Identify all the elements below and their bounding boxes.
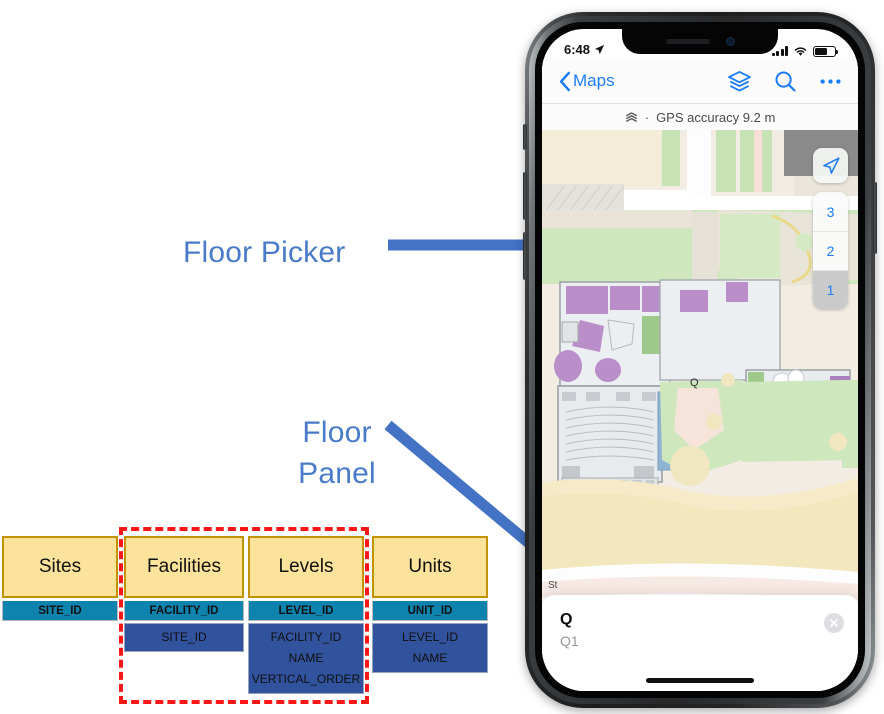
search-icon[interactable] [774,70,797,93]
notch [622,29,778,54]
er-table-header: Sites [2,536,118,598]
navigation-bar: Maps [542,59,858,103]
map-street-label: St [548,580,558,591]
power-button[interactable] [873,182,877,254]
er-foreign-keys: SITE_ID [124,623,244,652]
er-primary-key: FACILITY_ID [124,601,244,621]
home-indicator[interactable] [646,678,754,683]
er-field: NAME [288,651,324,665]
annotation-label-floor-picker: Floor Picker [183,236,346,269]
navigation-arrow-icon [822,156,840,174]
location-arrow-icon [594,44,605,55]
er-primary-key: SITE_ID [2,601,118,621]
er-field: FACILITY_ID [270,630,342,644]
map-marker-label: Q [690,377,699,389]
chevron-left-icon [559,71,571,91]
close-button[interactable] [824,613,844,633]
annotation-label-floor-panel: Floor Panel [298,416,376,491]
status-bar-right [771,45,839,57]
silent-switch[interactable] [523,124,527,150]
floor-picker[interactable]: 3 2 1 [813,192,848,309]
er-table-header: Facilities [124,536,244,598]
close-icon [830,619,838,627]
back-button[interactable]: Maps [558,71,615,92]
floor-picker-item[interactable]: 3 [826,203,835,220]
map-canvas[interactable]: Q St 3 2 1 Q Q1 [542,130,858,691]
er-primary-key: LEVEL_ID [248,601,364,621]
er-field: LEVEL_ID [401,630,459,644]
status-time: 6:48 [564,42,591,57]
er-field: NAME [412,651,448,665]
er-primary-key: UNIT_ID [372,601,488,621]
er-table-header: Levels [248,536,364,598]
volume-up-button[interactable] [523,172,527,220]
battery-icon [813,45,839,57]
status-bar-left: 6:48 [564,42,605,57]
floor-picker-item[interactable]: 2 [813,231,848,270]
speaker-grille-icon [665,38,710,44]
floor-panel-subtitle: Q1 [560,633,579,649]
er-table-header: Units [372,536,488,598]
gps-separator: · [644,109,650,125]
status-bar: 6:48 [542,29,858,59]
phone-screen: 6:48 Maps [542,29,858,691]
gps-accuracy-bar: · GPS accuracy 9.2 m [542,103,858,130]
navigation-actions [727,70,842,93]
locate-me-button[interactable] [813,148,848,183]
floor-panel[interactable]: Q Q1 [542,595,858,691]
er-foreign-keys: LEVEL_ID NAME [372,623,488,673]
iphone-mockup: 6:48 Maps [523,12,877,708]
er-field: SITE_ID [161,630,207,644]
er-foreign-keys: FACILITY_ID NAME VERTICAL_ORDER [248,623,364,694]
gps-accuracy-text: GPS accuracy 9.2 m [656,109,776,125]
front-camera-icon [725,36,735,46]
volume-down-button[interactable] [523,232,527,280]
back-button-label: Maps [573,71,615,90]
floor-panel-title: Q [560,611,573,628]
signal-bars-icon [771,46,788,57]
wifi-icon [794,47,807,56]
er-field: VERTICAL_ORDER [251,672,361,686]
layers-icon[interactable] [727,70,752,93]
ellipsis-icon[interactable] [819,78,842,85]
floor-picker-item-selected[interactable]: 1 [813,270,848,309]
layers-small-icon [625,111,637,122]
